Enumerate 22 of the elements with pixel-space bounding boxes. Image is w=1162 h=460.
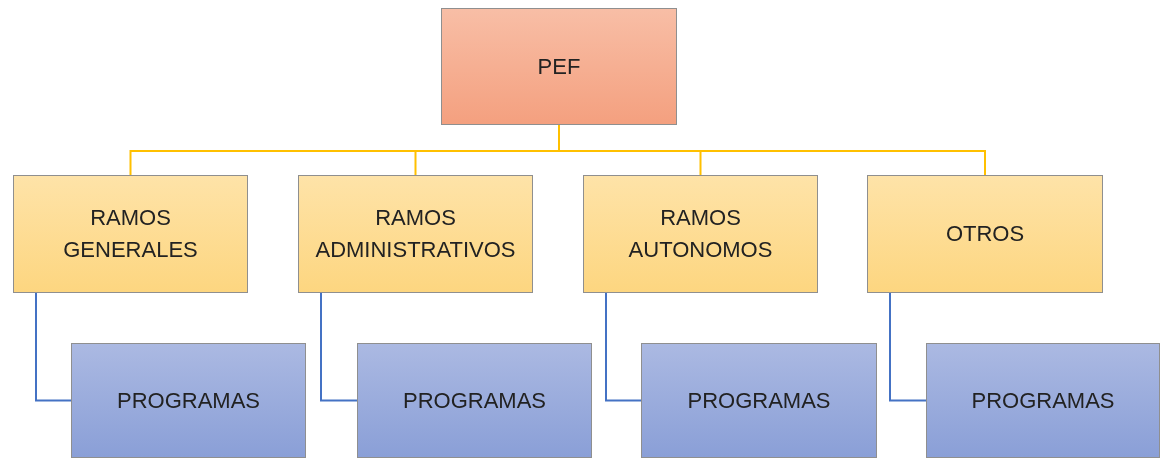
org-box [13,175,248,293]
org-box [357,343,592,458]
box-label: PROGRAMAS [687,386,831,415]
org-box [867,175,1103,293]
box-label: PROGRAMAS [971,386,1115,415]
box-label: PROGRAMAS [403,386,546,415]
org-box [441,8,677,125]
org-box [926,343,1160,458]
org-box [298,175,533,293]
org-box [71,343,306,458]
box-label: RAMOS ADMINISTRATIVOS [314,204,517,264]
box-label: OTROS [945,220,1025,248]
connector-line [889,292,927,402]
box-label: PROGRAMAS [117,386,260,415]
box-label: PEF [537,52,581,81]
box-label: RAMOS GENERALES [62,204,199,264]
org-box [583,175,818,293]
box-label: RAMOS AUTONOMOS [627,204,774,264]
connector-line [605,292,642,402]
org-box [641,343,877,458]
connector-line [320,292,358,402]
connector-line [35,292,72,402]
